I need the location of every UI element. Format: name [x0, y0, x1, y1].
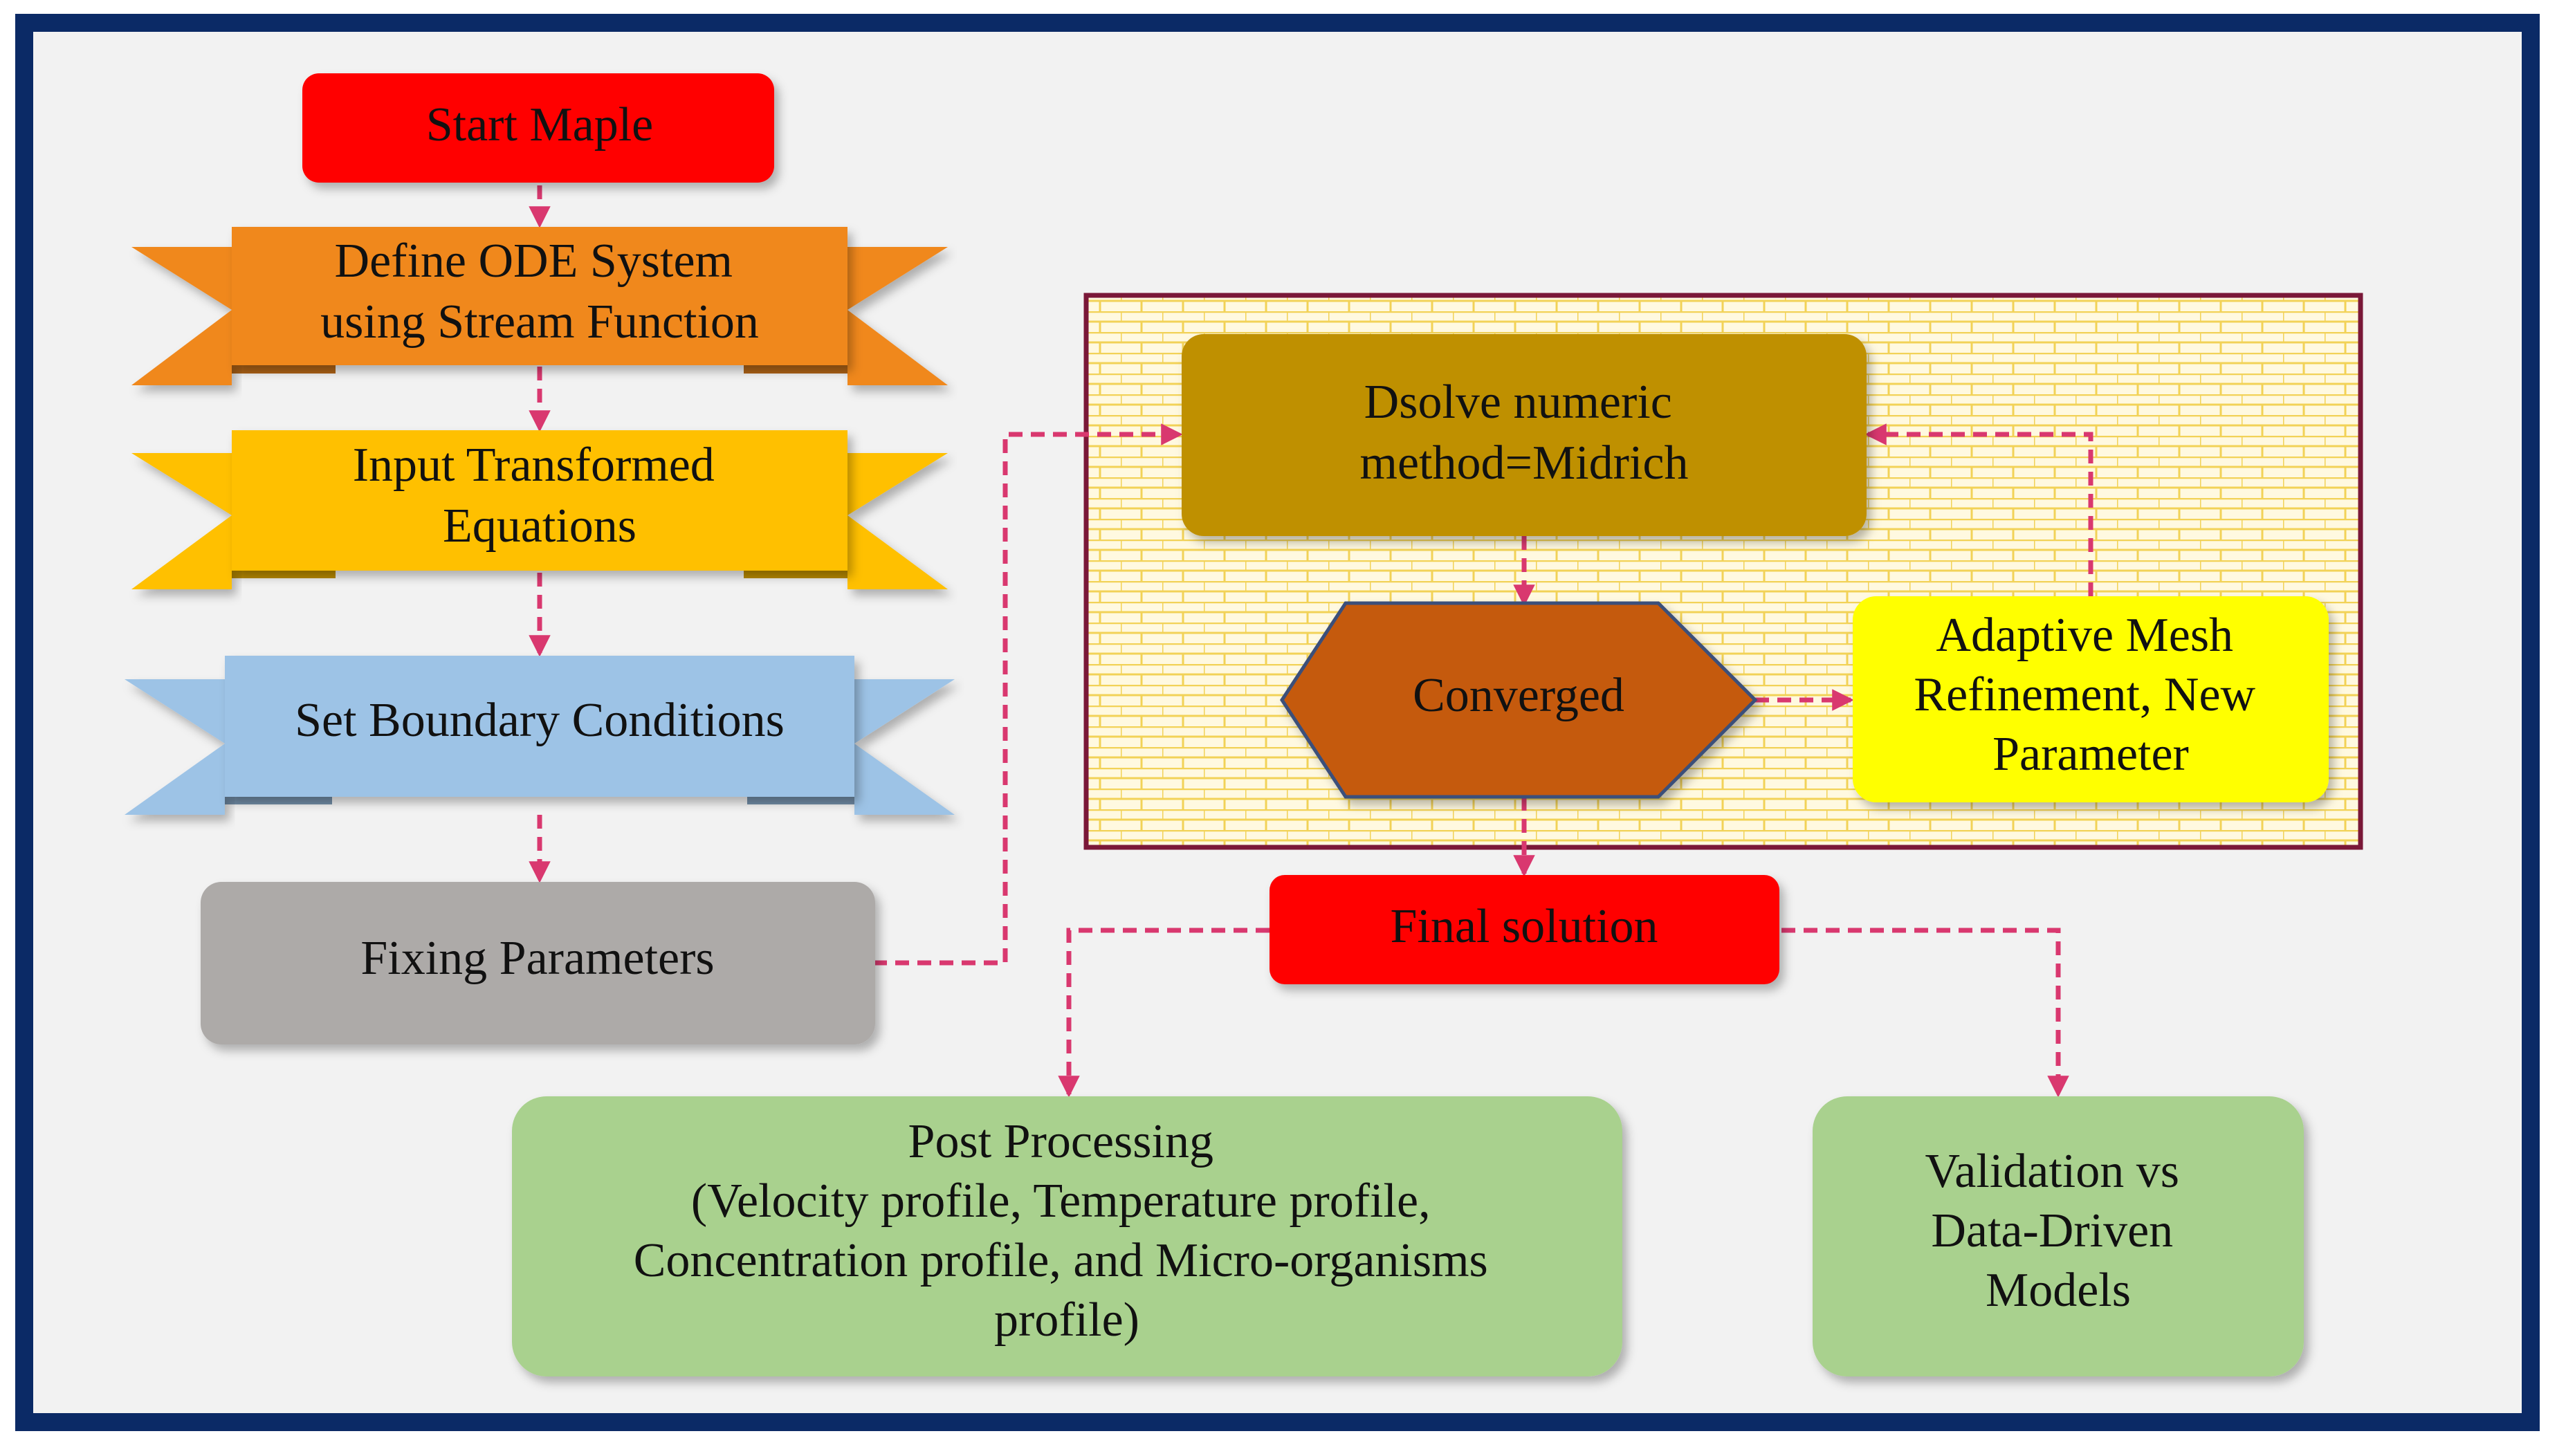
arrow-adaptive-to-dsolve — [1864, 423, 2093, 596]
start-maple-box — [302, 73, 774, 183]
converged-text-1: Converged — [1413, 669, 1624, 722]
boundary-ribbon-left-end — [125, 679, 225, 815]
node-start-maple[interactable]: Start Maple — [302, 73, 774, 183]
define-ribbon-left-end — [131, 247, 232, 385]
fixing-parameters-label: Fixing Parameters — [360, 932, 714, 985]
validation-box — [1813, 1096, 2304, 1376]
arrow-final-to-validation — [1781, 928, 2069, 1098]
define-ribbon-body — [232, 227, 847, 365]
connectors — [529, 185, 2093, 1098]
validation-label: Validation vs Data-Driven Models — [1925, 1145, 2192, 1317]
input-label: Input Transformed Equations — [353, 439, 727, 553]
fixing-parameters-box — [201, 882, 875, 1044]
node-fixing-parameters[interactable]: Fixing Parameters — [201, 882, 875, 1044]
final-solution-box — [1270, 875, 1779, 984]
boundary-label: Set Boundary Conditions — [295, 694, 785, 747]
boundary-ribbon-body — [225, 656, 854, 797]
node-input-transformed-equations[interactable]: Input Transformed Equations — [131, 430, 948, 589]
input-ribbon-body — [232, 430, 847, 571]
define-label: Define ODE System using Stream Function — [320, 234, 759, 349]
adaptive-text-2: Refinement, New — [1914, 668, 2255, 721]
node-converged[interactable]: Converged — [1280, 601, 1758, 799]
arrow-final-to-post — [1058, 928, 1270, 1098]
define-text-1: Define ODE System — [335, 234, 733, 288]
dsolve-text-1: Dsolve numeric — [1364, 376, 1672, 429]
node-set-boundary-conditions[interactable]: Set Boundary Conditions — [125, 656, 955, 815]
adaptive-text-1: Adaptive Mesh — [1936, 609, 2233, 662]
converged-label: Converged — [1413, 669, 1624, 722]
input-text-2: Equations — [443, 499, 636, 553]
final-solution-label: Final solution — [1391, 900, 1658, 953]
converged-hexagon — [1280, 601, 1758, 799]
post-processing-text-3: Concentration profile, and Micro-organis… — [634, 1234, 1488, 1287]
final-solution-text-1: Final solution — [1391, 900, 1658, 953]
post-processing-text-4: profile) — [994, 1293, 1139, 1347]
post-processing-label: Post Processing (Velocity profile, Tempe… — [634, 1115, 1501, 1347]
boundary-ribbon-right-end — [854, 679, 955, 815]
dsolve-box — [1182, 334, 1867, 536]
node-post-processing[interactable]: Post Processing (Velocity profile, Tempe… — [512, 1096, 1622, 1376]
adaptive-label: Adaptive Mesh Refinement, New Parameter — [1914, 609, 2267, 781]
adaptive-box — [1853, 596, 2329, 802]
define-ribbon-right-end — [847, 247, 948, 385]
start-maple-text-1: Start Maple — [426, 98, 654, 151]
node-final-solution[interactable]: Final solution — [1270, 875, 1779, 984]
post-processing-text-1: Post Processing — [908, 1115, 1213, 1168]
post-processing-text-2: (Velocity profile, Temperature profile, — [691, 1174, 1431, 1228]
node-dsolve-numeric[interactable]: Dsolve numeric method=Midrich — [1182, 334, 1867, 536]
input-ribbon-left-end — [131, 453, 232, 589]
define-text-2: using Stream Function — [320, 295, 759, 349]
input-ribbon-right-end — [847, 453, 948, 589]
dsolve-text-2: method=Midrich — [1360, 436, 1689, 490]
fixing-parameters-text-1: Fixing Parameters — [360, 932, 714, 985]
node-adaptive-mesh-refinement[interactable]: Adaptive Mesh Refinement, New Parameter — [1853, 596, 2329, 802]
node-define-ode-system[interactable]: Define ODE System using Stream Function — [131, 227, 948, 385]
validation-text-2: Data-Driven — [1931, 1204, 2173, 1257]
validation-text-3: Models — [1986, 1264, 2131, 1317]
input-text-1: Input Transformed — [353, 439, 715, 492]
validation-text-1: Validation vs — [1925, 1145, 2179, 1198]
start-maple-label: Start Maple — [426, 98, 654, 151]
adaptive-text-3: Parameter — [1992, 728, 2189, 781]
node-validation[interactable]: Validation vs Data-Driven Models — [1813, 1096, 2304, 1376]
post-processing-box — [512, 1096, 1622, 1376]
dsolve-label: Dsolve numeric method=Midrich — [1360, 376, 1689, 490]
boundary-text-1: Set Boundary Conditions — [295, 694, 785, 747]
